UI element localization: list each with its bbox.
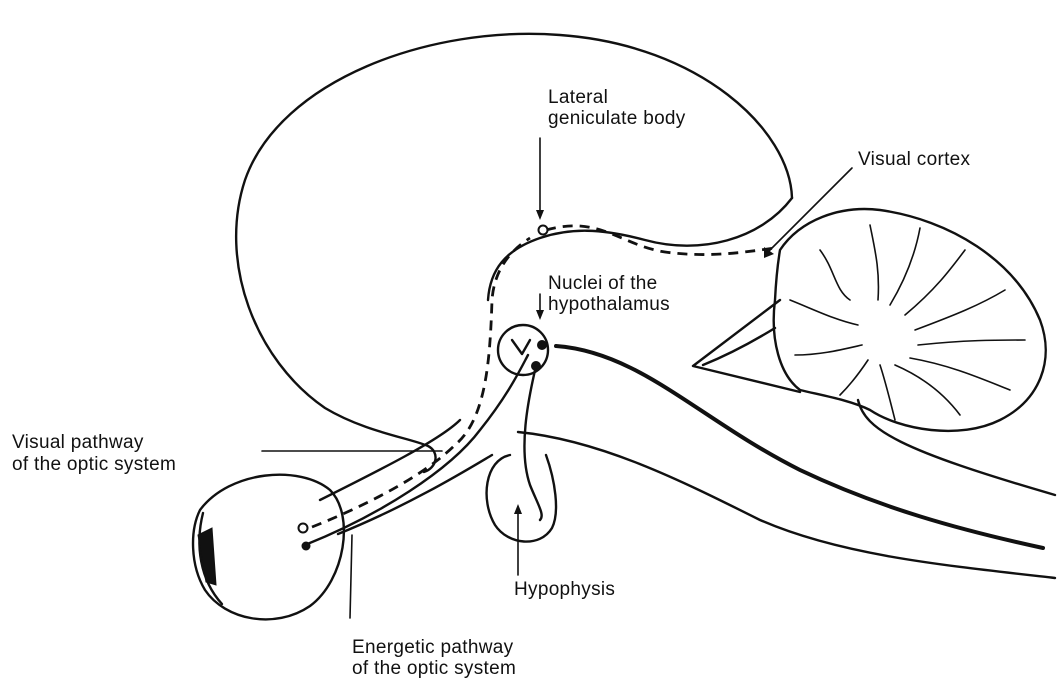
visual-pathway-terminal-eye: [299, 524, 308, 533]
hypophysis-stalk-fiber: [524, 366, 541, 520]
hypothalamus-nucleus-upper: [537, 340, 547, 350]
optic-nerve-lower-edge: [338, 455, 492, 534]
hypophysis-outline: [487, 455, 556, 542]
energetic-pathway-label-line2: of the optic system: [352, 657, 516, 681]
lateral-geniculate-terminal: [539, 226, 548, 235]
lateral-geniculate-arrowhead: [536, 210, 544, 220]
brainstem-lower-edge: [518, 432, 1055, 578]
energetic-pathway-terminal-eye: [302, 542, 311, 551]
visual-pathway-label-line1: Visual pathway: [12, 431, 144, 455]
hypothalamus-synapse-fork: [512, 340, 530, 354]
visual-cortex-wedge: [693, 300, 800, 392]
lateral-geniculate-label-line2: geniculate body: [548, 107, 686, 131]
nuclei-arrowhead: [536, 310, 544, 320]
visual-cortex-outline: [774, 209, 1046, 431]
nuclei-label-line2: hypothalamus: [548, 293, 670, 317]
visual-pathway-label-line2: of the optic system: [12, 453, 176, 477]
energetic-pathway-leader: [350, 535, 352, 618]
cerebrum-outline: [236, 34, 792, 472]
brainstem-floor: [858, 400, 1055, 495]
visual-cortex-label: Visual cortex: [858, 148, 970, 172]
hypophysis-arrowhead: [514, 504, 522, 514]
brainstem-upper-edge: [556, 346, 1043, 548]
brainstem-upper-contour: [703, 328, 775, 365]
hypophysis-label: Hypophysis: [514, 578, 615, 602]
